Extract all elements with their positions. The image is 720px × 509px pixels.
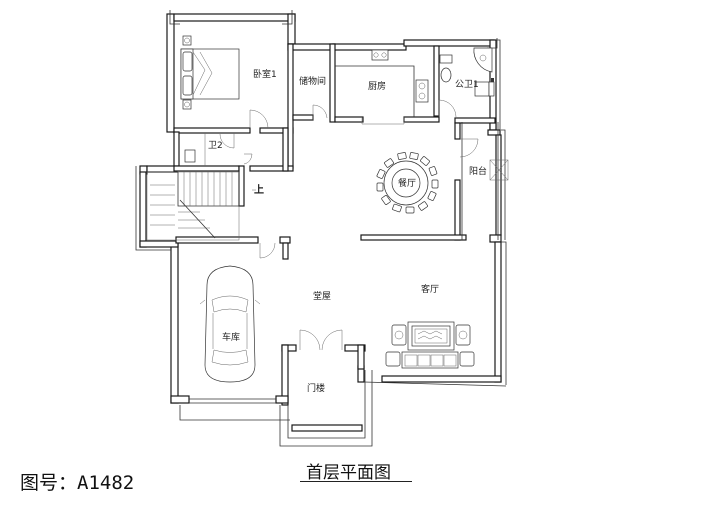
balcony-door [459,138,509,181]
main-door [259,242,343,351]
car [199,265,261,383]
balcony-label: 阳台 [469,165,487,177]
kitchen-label: 厨房 [368,80,386,92]
storage-door [312,104,328,120]
living-furniture [385,321,475,369]
garage-label: 车库 [222,331,240,343]
bedroom-door [249,109,269,129]
title-underline [300,481,412,482]
kitchen-counter [335,49,429,125]
plan-title: 首层平面图 [306,463,391,483]
public-bath-label: 公卫1 [455,79,479,90]
stairs-up-label: 上 [254,183,264,196]
drawing-number: 图号：A1482 [20,468,134,495]
porch-label: 门楼 [307,382,325,394]
bath2-label: 卫2 [208,141,223,151]
storage-label: 储物间 [299,75,326,87]
drawing-number-value: A1482 [77,472,135,494]
double-bed [180,35,240,110]
bath2-fixtures [184,133,253,166]
living-label: 客厅 [421,283,439,295]
drawing-number-label: 图号： [20,472,78,494]
dining-label: 餐厅 [398,177,416,189]
staircase [146,171,256,241]
bedroom1-label: 卧室1 [253,68,277,80]
dining-table [376,152,439,214]
hall-label: 堂屋 [313,290,331,302]
bath1-fixtures [438,47,495,118]
